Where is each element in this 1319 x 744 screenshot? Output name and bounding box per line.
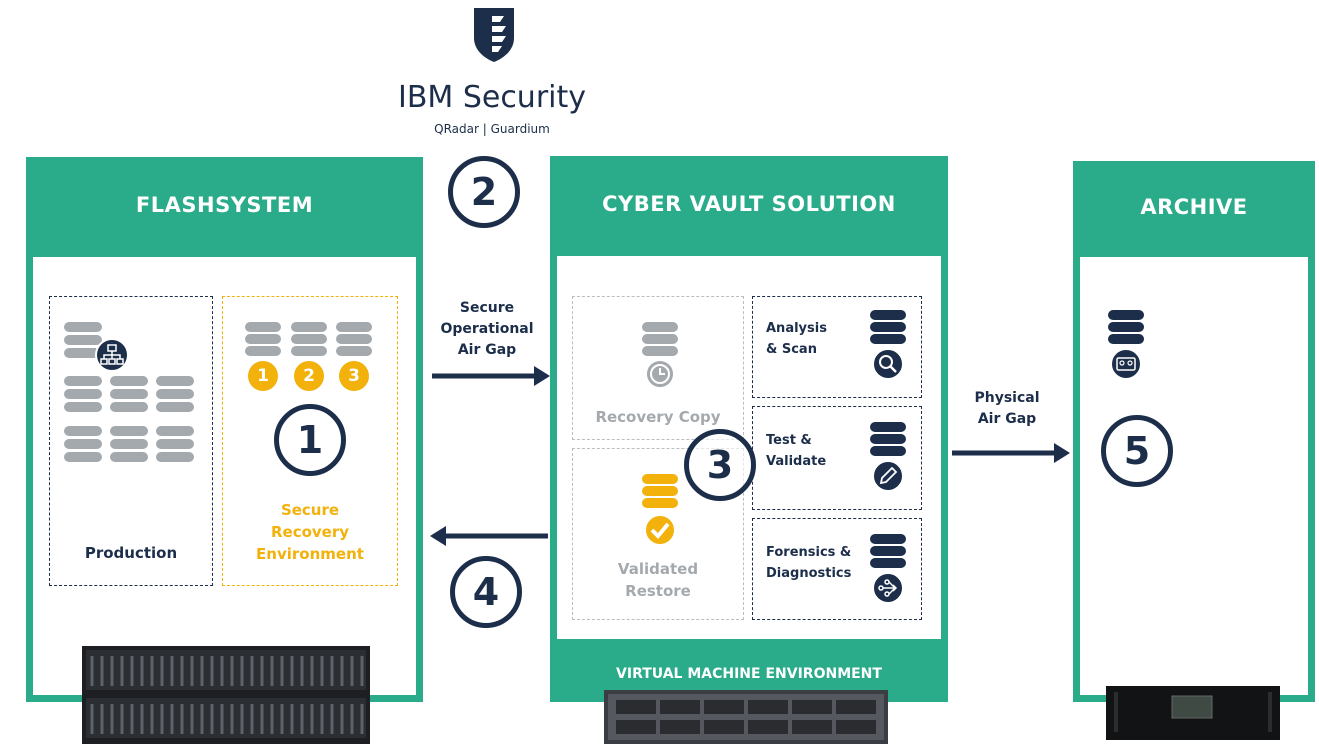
secure-air-gap-line-3: Air Gap [457,342,517,358]
logo-title: IBM Security [397,80,587,115]
arrow-right-physical-icon [952,443,1070,463]
secure-air-gap-line-2: Operational [440,321,534,337]
network-icon [870,534,906,604]
arrow-right-icon [432,366,550,386]
validated-restore-box [572,448,744,620]
recovery-databases-icon [245,322,372,356]
arrow-left-icon [430,526,548,546]
analysis-scan-label: Analysis & Scan [766,318,827,360]
production-box [49,296,213,586]
magnifier-icon [870,310,906,380]
production-label: Production [84,544,178,562]
secure-recovery-line-1: Secure [280,501,340,519]
forensics-diagnostics-label: Forensics & Diagnostics [766,542,851,584]
server-front-graphic [608,694,884,740]
recovery-copy-label: Recovery Copy [595,408,721,426]
flashsystem-title: FLASHSYSTEM [135,193,314,217]
flashsystem-hardware-image [82,646,370,744]
step-3-circle: 3 [684,429,756,501]
pencil-icon [870,422,906,492]
test-line-2: Validate [766,454,827,469]
tape-library-graphic [1114,692,1272,732]
secure-recovery-line-3: Environment [256,545,364,563]
validated-restore-line-2: Restore [625,582,691,600]
vm-environment-label: VIRTUAL MACHINE ENVIRONMENT [616,666,882,682]
validated-restore-icon [642,474,678,546]
ibm-security-shield-icon [474,8,514,62]
secure-air-gap-label: Secure Operational Air Gap [432,298,542,361]
recovery-badge-1: 1 [248,361,278,391]
step-4-circle: 4 [450,556,522,628]
validated-restore-label: Validated Restore [572,558,744,602]
task-box-forensics [752,518,922,620]
physical-air-gap-line-2: Air Gap [977,411,1037,427]
recovery-badge-2: 2 [294,361,324,391]
step-1-circle: 1 [274,404,346,476]
test-validate-label: Test & Validate [766,430,826,472]
secure-recovery-box [222,296,398,586]
recovery-badge-3: 3 [339,361,369,391]
production-databases-icon [64,322,194,462]
analysis-line-2: & Scan [766,342,817,357]
cyber-vault-title: CYBER VAULT SOLUTION [602,192,896,216]
recovery-copy-icon [642,322,678,389]
recovery-copy-box [572,296,744,440]
task-box-test [752,406,922,510]
secure-recovery-label: Secure Recovery Environment [222,499,398,565]
archive-hardware-image [1106,686,1280,740]
forensics-line-1: Forensics & [766,545,852,560]
tape-archive-icon [1108,310,1144,380]
forensics-line-2: Diagnostics [766,566,852,581]
secure-air-gap-line-1: Secure [459,300,515,316]
task-box-analysis [752,296,922,398]
validated-restore-line-1: Validated [617,560,699,578]
secure-recovery-line-2: Recovery [270,523,350,541]
analysis-line-1: Analysis [766,321,827,336]
step-5-circle: 5 [1101,415,1173,487]
physical-air-gap-label: Physical Air Gap [950,388,1064,430]
drive-bays-graphic [86,650,366,738]
step-2-circle: 2 [448,156,520,228]
test-line-1: Test & [766,433,812,448]
archive-title: ARCHIVE [1140,195,1248,219]
physical-air-gap-line-1: Physical [974,390,1040,406]
logo-subtitle: QRadar | Guardium [434,122,550,136]
cyber-vault-hardware-image [604,690,888,744]
